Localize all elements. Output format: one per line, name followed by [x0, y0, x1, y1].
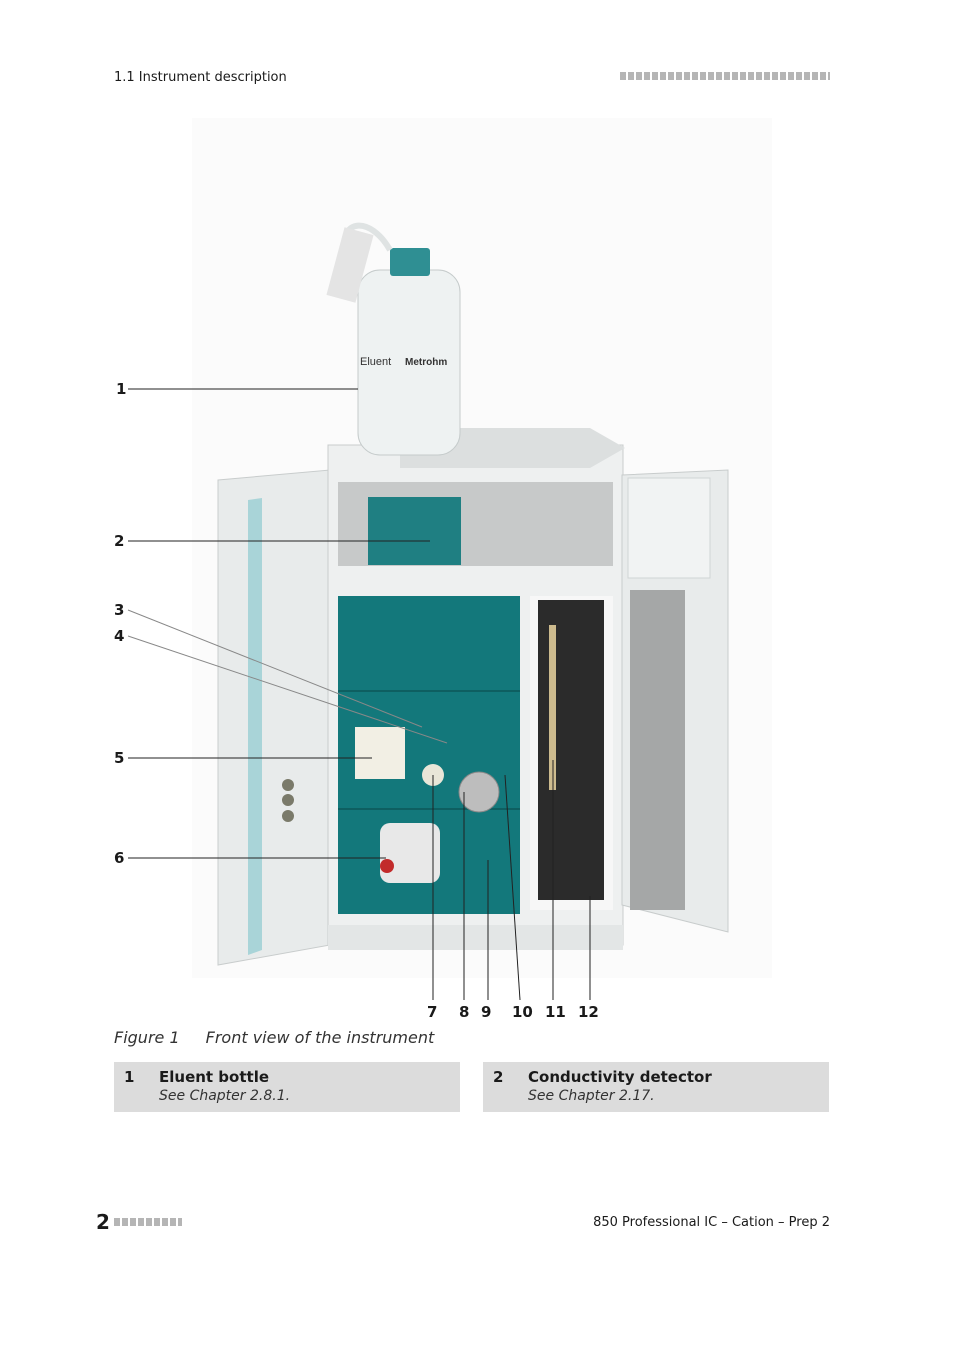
leader-lines [127, 388, 591, 1001]
instrument-figure: Eluent Metrohm 1 2 3 4 5 6 7 8 9 10 11 1… [114, 222, 729, 1021]
detector-module [368, 497, 461, 565]
column-chamber [538, 600, 604, 900]
callout-2: 2 [114, 532, 125, 550]
figure-caption-text: Front view of the instrument [205, 1028, 435, 1047]
legend-number: 2 [493, 1068, 504, 1086]
callout-10: 10 [512, 1003, 533, 1021]
callout-4: 4 [114, 627, 125, 645]
left-door [217, 469, 331, 966]
bottle-label-eluent: Eluent [360, 356, 391, 368]
document-title: 850 Professional IC – Cation – Prep 2 [593, 1215, 830, 1230]
bottle-label-brand: Metrohm [405, 357, 447, 368]
legend-number: 1 [124, 1068, 135, 1086]
cabinet [327, 428, 625, 950]
pump-head [355, 727, 405, 779]
callout-7: 7 [427, 1003, 438, 1021]
legend-title: Conductivity detector [528, 1068, 712, 1086]
page-number: 2 [96, 1210, 110, 1234]
legend-item: 1 Eluent bottle See Chapter 2.8.1. [114, 1062, 460, 1112]
legend-reference-link[interactable]: See Chapter 2.17. [528, 1088, 655, 1104]
pulsation-damper [458, 771, 500, 813]
right-door [621, 469, 729, 933]
running-header: 1.1 Instrument description [114, 70, 287, 85]
column [549, 625, 556, 790]
callout-6: 6 [114, 849, 125, 867]
instrument-illustration: Eluent Metrohm [127, 222, 729, 1001]
figure-caption: Figure 1 Front view of the instrument [114, 1028, 434, 1047]
callout-8: 8 [459, 1003, 470, 1021]
figure-number: Figure 1 [114, 1028, 180, 1047]
eluent-bottle: Eluent Metrohm [326, 222, 461, 456]
callout-9: 9 [481, 1003, 492, 1021]
callout-11: 11 [545, 1003, 566, 1021]
legend-title: Eluent bottle [159, 1068, 270, 1086]
header-decoration [620, 72, 830, 80]
callout-12: 12 [578, 1003, 599, 1021]
peristaltic-pump [380, 823, 440, 883]
callout-5: 5 [114, 749, 125, 767]
legend-reference-link[interactable]: See Chapter 2.8.1. [159, 1088, 291, 1104]
footer-decoration [114, 1218, 182, 1226]
legend-item: 2 Conductivity detector See Chapter 2.17… [483, 1062, 829, 1112]
callout-1: 1 [116, 380, 127, 398]
callout-3: 3 [114, 601, 125, 619]
